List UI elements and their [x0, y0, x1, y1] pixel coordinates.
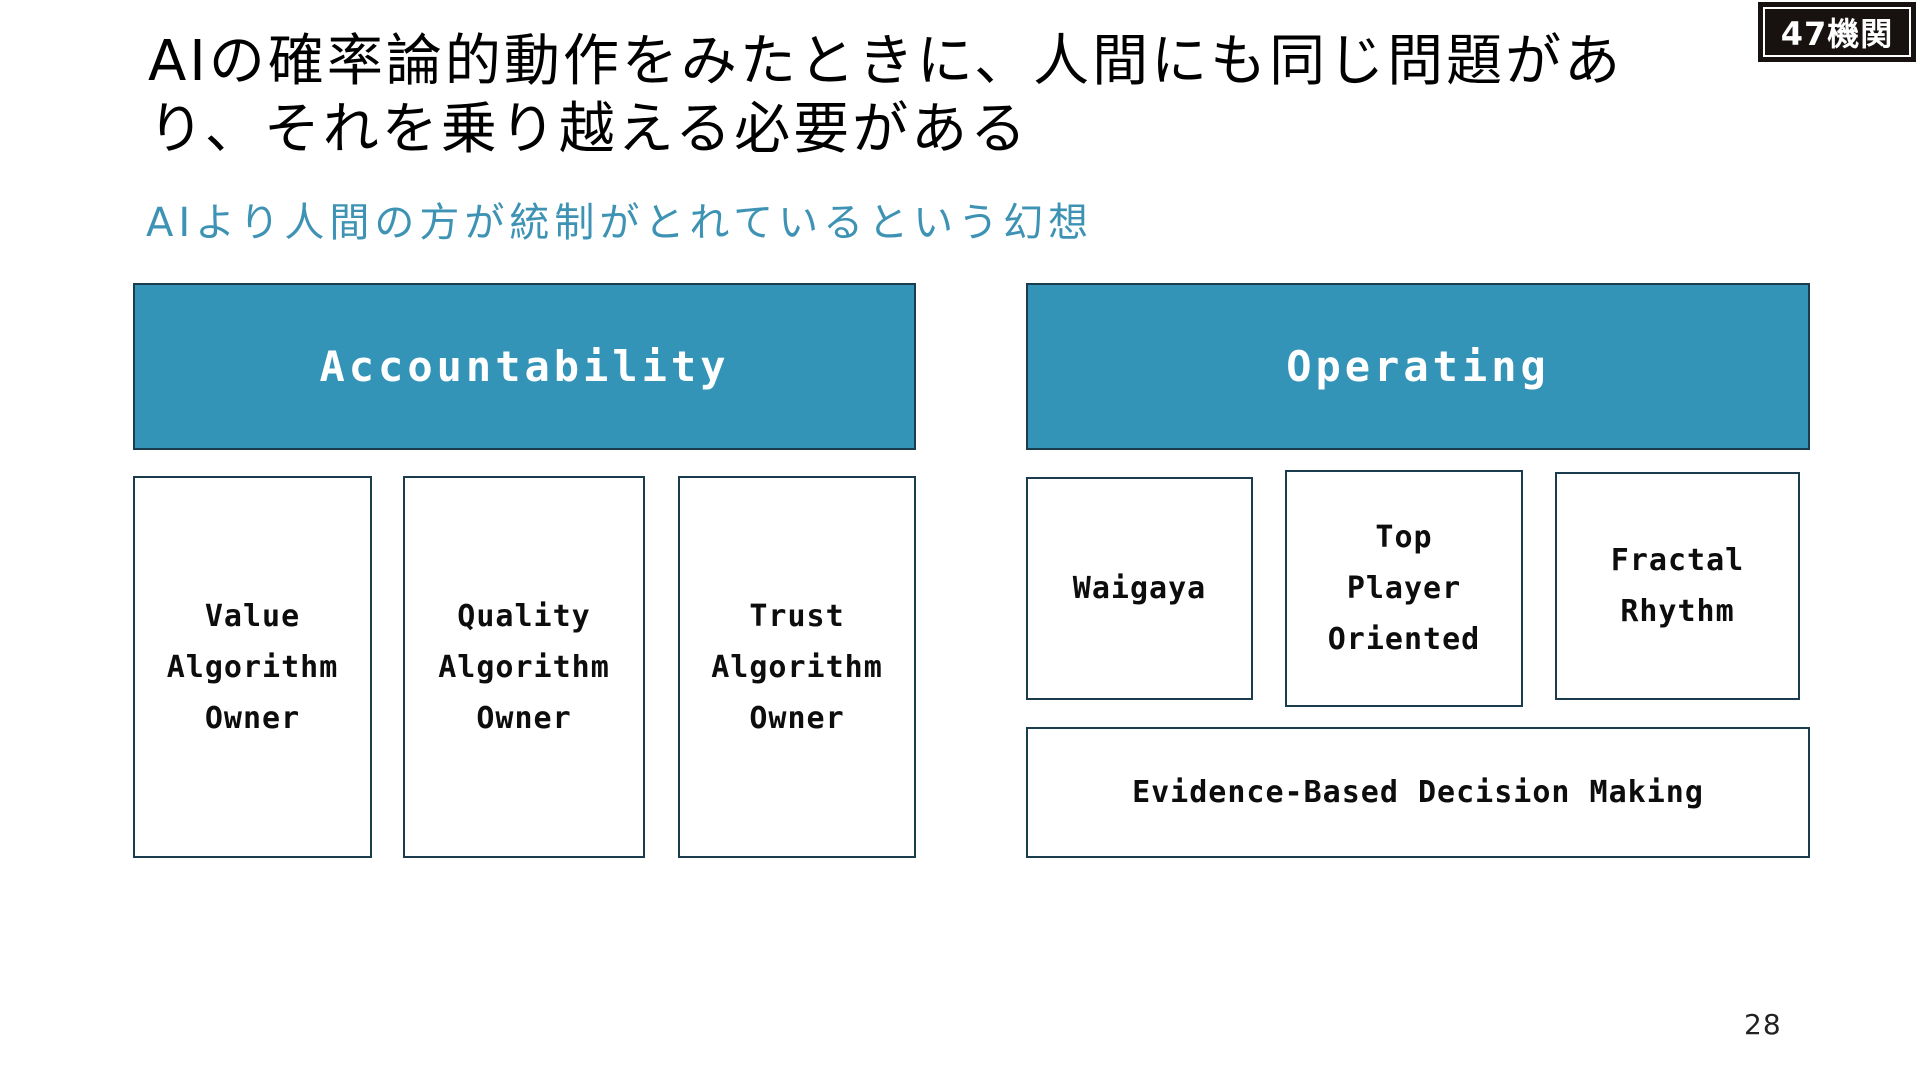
page-number: 28	[1744, 1008, 1782, 1041]
top-player-oriented-box: Top Player Oriented	[1285, 470, 1523, 707]
company-logo: 47機関	[1758, 2, 1916, 62]
accountability-header-box: Accountability	[133, 283, 916, 450]
page-title-line-1: AIの確率論的動作をみたときに、人間にも同じ問題があ	[148, 29, 1624, 94]
company-logo-text: 47機関	[1763, 7, 1911, 57]
page-subtitle: AIより人間の方が統制がとれているという幻想	[146, 200, 1094, 246]
evidence-based-decision-making-box: Evidence-Based Decision Making	[1026, 727, 1810, 858]
fractal-rhythm-box: Fractal Rhythm	[1555, 472, 1800, 700]
trust-algorithm-owner-box: Trust Algorithm Owner	[678, 476, 916, 858]
waigaya-box: Waigaya	[1026, 477, 1253, 700]
quality-algorithm-owner-box: Quality Algorithm Owner	[403, 476, 645, 858]
value-algorithm-owner-box: Value Algorithm Owner	[133, 476, 372, 858]
page-title: AIの確率論的動作をみたときに、人間にも同じ問題があ り、それを乗り越える必要が…	[148, 28, 1623, 164]
page-title-line-2: り、それを乗り越える必要がある	[148, 97, 1030, 162]
operating-header-box: Operating	[1026, 283, 1810, 450]
